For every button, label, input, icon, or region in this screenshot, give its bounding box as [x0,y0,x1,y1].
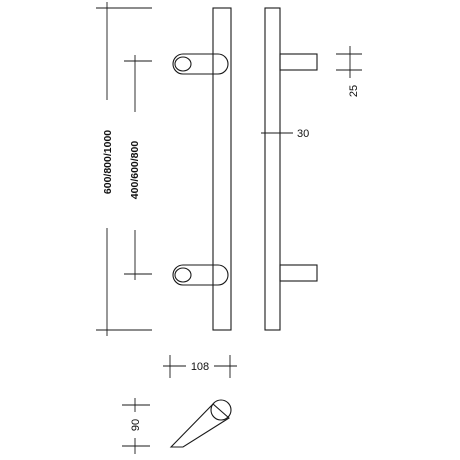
front-view-bottom-post [172,264,229,286]
projection-dimension: 108 [163,355,237,378]
bar-diameter-dimension: 30 [261,127,309,140]
side-view-bar [264,7,281,331]
projection-label: 108 [191,361,209,373]
side-view [264,7,318,331]
overall-length-dimension: 600/800/1000 [96,2,152,336]
bar-diameter-label: 30 [297,128,309,140]
angle-dimension: 90 [122,398,150,454]
centre-distance-dimension: 400/600/800 [124,55,152,280]
post-height-label: 25 [348,85,360,97]
top-view-post [169,403,230,448]
post-height-dimension: 25 [336,46,362,97]
front-view-top-post [172,53,229,75]
angle-label: 90 [130,419,142,431]
front-view-bar [212,7,232,331]
side-view-top-post [279,53,318,71]
top-view-bar-section [210,399,232,421]
side-view-bottom-post [279,264,318,282]
centre-distance-label: 400/600/800 [129,141,141,200]
front-view [172,7,232,331]
top-view [169,399,232,448]
overall-length-label: 600/800/1000 [102,130,114,194]
